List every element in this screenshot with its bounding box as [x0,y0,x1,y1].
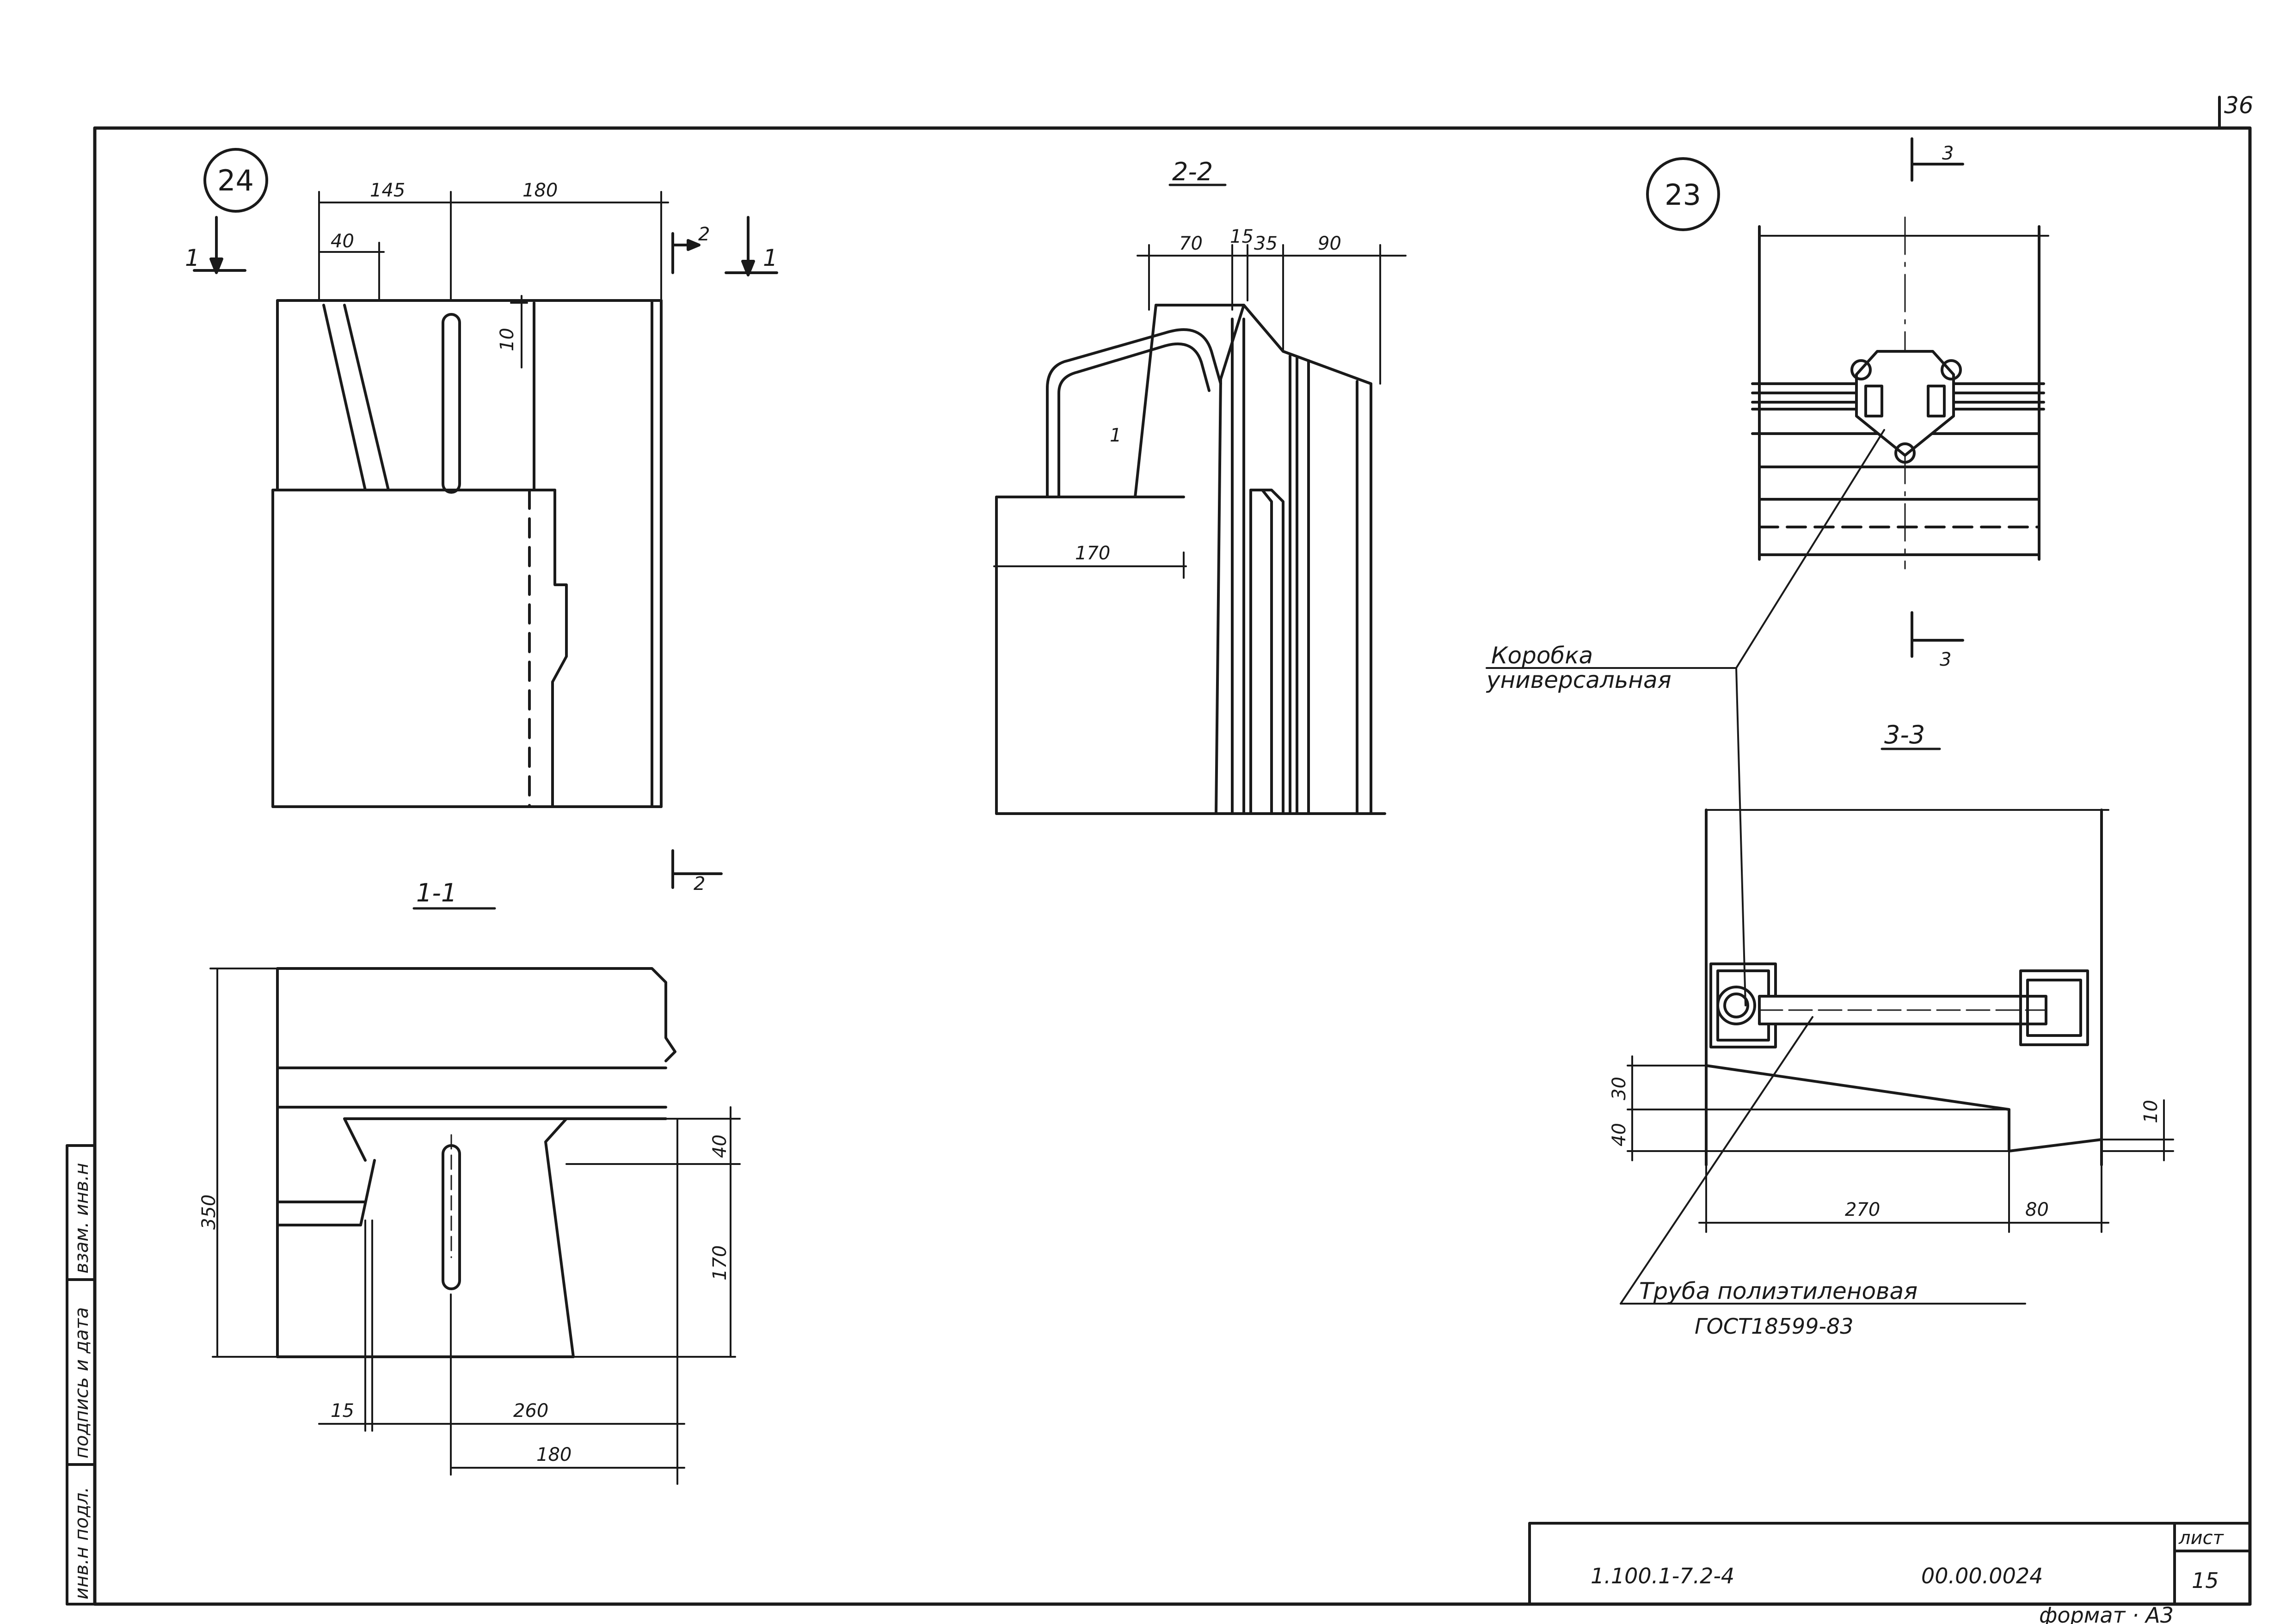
node-23-circle [1646,157,1720,231]
dim-180-b: 180 [536,1444,572,1465]
dim-145: 145 [370,180,405,201]
node-23-number: 23 [1665,178,1701,212]
dim-10: 10 [497,328,518,351]
replace-inv-label: взам. инв.н [71,1163,92,1274]
part-mark-1: 1 [1110,425,1121,446]
dim-10-b: 10 [2140,1100,2162,1123]
section-1-1-title: 1-1 [416,878,457,907]
node-24-number: 24 [217,164,254,197]
sheet-number: 15 [2192,1568,2219,1593]
detail-23-drawing [1646,137,2049,658]
dim-15-b: 15 [1230,226,1254,247]
title-block [1528,1522,2251,1606]
dim-40-c: 40 [1609,1123,1630,1146]
dim-35: 35 [1254,233,1278,254]
section-1-1-drawing [209,849,741,1485]
side-stamp [66,1144,96,1606]
sheet-label: лист [2178,1527,2225,1549]
dim-80: 80 [2025,1199,2049,1220]
callout-box-line1: Коробка [1491,642,1593,669]
dim-180: 180 [522,180,558,201]
dim-30: 30 [1609,1077,1630,1100]
dim-90: 90 [1318,233,1341,254]
dim-15: 15 [331,1400,354,1422]
callout-box-line2: универсальная [1486,667,1672,693]
cut-mark-2-bottom: 2 [694,873,705,895]
dim-40-b: 40 [709,1134,731,1158]
sheet-corner-number: 36 [2224,92,2254,119]
dim-40: 40 [331,231,354,252]
cut-mark-3-bottom: 3 [1940,649,1951,670]
item-code: 00.00.0024 [1921,1563,2043,1588]
dim-170-c: 170 [1075,543,1110,564]
cut-mark-3-top: 3 [1942,143,1954,164]
section-3-3-title: 3-3 [1884,720,1925,749]
detail-24-drawing [193,148,778,808]
section-3-3-drawing [1627,748,2174,1233]
cut-mark-1-right: 1 [763,245,778,271]
cut-mark-1-left: 1 [185,245,200,271]
dim-270: 270 [1845,1199,1880,1220]
sheet-frame [93,96,2252,1606]
inv-original-label: инв.н подл. [71,1487,92,1599]
signature-date-label: подпись и дата [71,1307,92,1459]
section-2-2-title: 2-2 [1172,157,1213,186]
dim-170-b: 170 [709,1245,731,1281]
format-label: формат · А3 [2039,1603,2174,1624]
dim-350: 350 [198,1195,220,1230]
cut-mark-2-top: 2 [698,224,710,245]
callout-pipe-line1: Труба полиэтиленовая [1639,1278,1917,1305]
callout-pipe-line2: ГОСТ18599-83 [1695,1314,1854,1339]
node-24-circle [203,148,268,213]
dim-70: 70 [1179,233,1203,254]
doc-code: 1.100.1-7.2-4 [1591,1563,1734,1588]
dim-260: 260 [513,1400,548,1422]
callout-leaders [1486,429,2026,1305]
section-2-2-drawing [993,184,1407,815]
